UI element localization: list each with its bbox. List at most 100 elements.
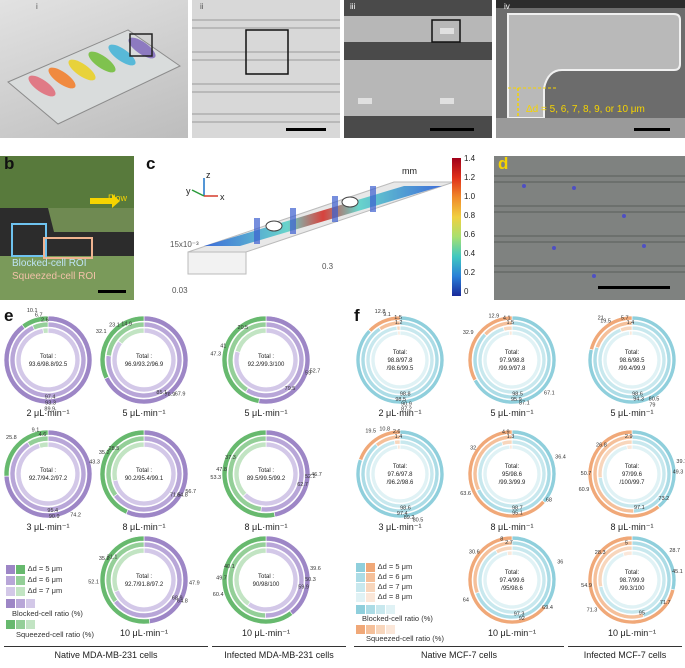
donut-squeezed-segment [587, 429, 661, 519]
swatch [366, 592, 375, 602]
donut-squeezed-segment [99, 535, 151, 625]
swatch [356, 592, 365, 602]
donut-squeezed-label: 28.3 [595, 550, 606, 556]
donut-blocked-label: 59.9 [298, 584, 309, 590]
donut-squeezed-segment [221, 429, 276, 519]
donut-squeezed-segment [626, 444, 633, 450]
donut-squeezed-segment [472, 434, 513, 492]
legend-f: Δd = 5 μm Δd = 6 μm Δd = 7 μm Δd = 8 μm … [356, 562, 476, 643]
donut-squeezed-segment [234, 327, 267, 353]
donut-squeezed-label: 37.3 [225, 455, 236, 461]
flow-rate-label: 10 μL·min⁻¹ [488, 628, 536, 638]
legend-f-row: Δd = 7 μm [356, 582, 412, 592]
donut-blocked-label: 90.9 [401, 402, 412, 408]
donut-squeezed-segment [227, 321, 267, 393]
donut-squeezed-segment [378, 320, 401, 331]
donut-squeezed-segment [99, 429, 145, 515]
flow-rate-label: 5 μL·min⁻¹ [245, 408, 288, 418]
donut-squeezed-segment [111, 441, 145, 482]
donut-total-label: /99.3/99.9 [499, 480, 526, 486]
donut-blocked-label: 98.5 [512, 392, 523, 398]
donut-squeezed-label: 10.1 [27, 308, 38, 314]
donut-squeezed-label: 19.5 [365, 428, 376, 434]
donut-blocked-label: 90.9 [49, 514, 60, 520]
chip-photo [0, 0, 188, 138]
swatch [366, 624, 375, 634]
donut-total-label: /99.4/99.9 [619, 366, 646, 372]
axis-label-x: x [220, 192, 225, 202]
donut-squeezed-label: 63.6 [460, 491, 471, 497]
flow-rate-label: 3 μL·min⁻¹ [27, 522, 70, 532]
donut-center [241, 449, 291, 499]
donut-squeezed-label: 1.4 [395, 434, 403, 440]
colorbar-unit: mm [402, 166, 417, 176]
legend-item: Δd = 7 μm [377, 582, 413, 591]
donut-squeezed-label: 71.3 [587, 608, 598, 614]
donut-squeezed-label: 35.2 [99, 450, 110, 456]
donut-squeezed-label: 28.5 [109, 446, 120, 452]
donut-squeezed-segment [105, 321, 145, 357]
donut-squeezed-segment [589, 315, 633, 351]
flow-rate-label: 10 μL·min⁻¹ [608, 628, 656, 638]
flow-rate-label: 5 μL·min⁻¹ [123, 408, 166, 418]
donut-blocked-label: 71.5 [170, 492, 181, 498]
colorbar-tick: 0 [464, 287, 469, 296]
donut-blocked-label: 36 [557, 560, 563, 566]
flow-arrow-label: Flow [108, 193, 128, 203]
subpanel-label-i: i [36, 2, 38, 11]
donut-total-label: 97.9/98.8 [499, 358, 525, 364]
donut-squeezed-segment [396, 325, 401, 331]
dim-label-width: 0.03 [172, 286, 188, 295]
swatch [26, 619, 35, 629]
donut-squeezed-label: 1.5 [506, 320, 514, 326]
donut-total-label: 92.2/99.3/100 [248, 362, 285, 368]
panel-label-e: e [4, 306, 14, 325]
swatch [386, 604, 395, 614]
donut-squeezed-segment [597, 439, 633, 479]
donut-center [489, 557, 535, 603]
donut-squeezed-segment [221, 535, 294, 625]
donut-squeezed-segment [38, 441, 49, 449]
donut-total-label: 97.4/99.6 [499, 578, 525, 584]
donut-squeezed-label: 12.9 [489, 314, 500, 320]
donut-squeezed-segment [42, 327, 49, 334]
donut-total-label: Total: [625, 570, 640, 576]
donut-total-label: Total : [136, 574, 152, 580]
panel-label-f: f [354, 306, 360, 325]
donut-squeezed-segment [227, 435, 267, 512]
donut-total-label: Total : [40, 354, 56, 360]
donut-squeezed-label: 25.8 [6, 435, 17, 441]
donut-total-label: 98.6/98.5 [619, 358, 645, 364]
donut-total-label: 96.9/93.2/96.9 [125, 362, 164, 368]
donut-total-label: 95/98.6 [502, 472, 523, 478]
donut-center [23, 335, 73, 385]
legend-e-row: Δd = 5 μm [6, 564, 62, 574]
donut-total-label: /95/98.6 [501, 586, 523, 592]
donut-squeezed-segment [21, 315, 49, 330]
subpanel-label-iv: iv [504, 2, 510, 11]
donut-center [241, 555, 291, 605]
donut-blocked-label: 97.3 [514, 611, 525, 617]
group-rule [568, 646, 682, 647]
donut-squeezed-label: 4.9 [502, 429, 510, 435]
donut-squeezed-segment [117, 327, 145, 345]
donut-total-label: 98.7/99.9 [619, 578, 645, 584]
donut-center [377, 451, 423, 497]
donut-squeezed-label: 5 [625, 540, 628, 546]
panel-label-b: b [4, 154, 15, 173]
group-label: Native MDA-MB-231 cells [54, 650, 158, 660]
donut-total-label: /100/99.7 [619, 480, 645, 486]
donut-blocked-label: 89.2 [404, 515, 415, 521]
swatch [356, 582, 365, 592]
donut-total-label: 90/98/100 [253, 582, 280, 588]
swatch [16, 598, 25, 608]
donut-total-label: /96.2/98.6 [387, 480, 414, 486]
donut-total-label: /98.6/99.5 [387, 366, 414, 372]
flow-rate-label: 5 μL·min⁻¹ [611, 408, 654, 418]
donut-blocked-label: 39.1 [676, 459, 685, 465]
swatch [376, 604, 385, 614]
donut-squeezed-label: 2.6 [41, 318, 49, 324]
donut-squeezed-segment [367, 315, 401, 333]
axis-label-y: y [186, 186, 191, 196]
legend-e-blocked-label: Blocked-cell ratio (%) [12, 609, 83, 618]
